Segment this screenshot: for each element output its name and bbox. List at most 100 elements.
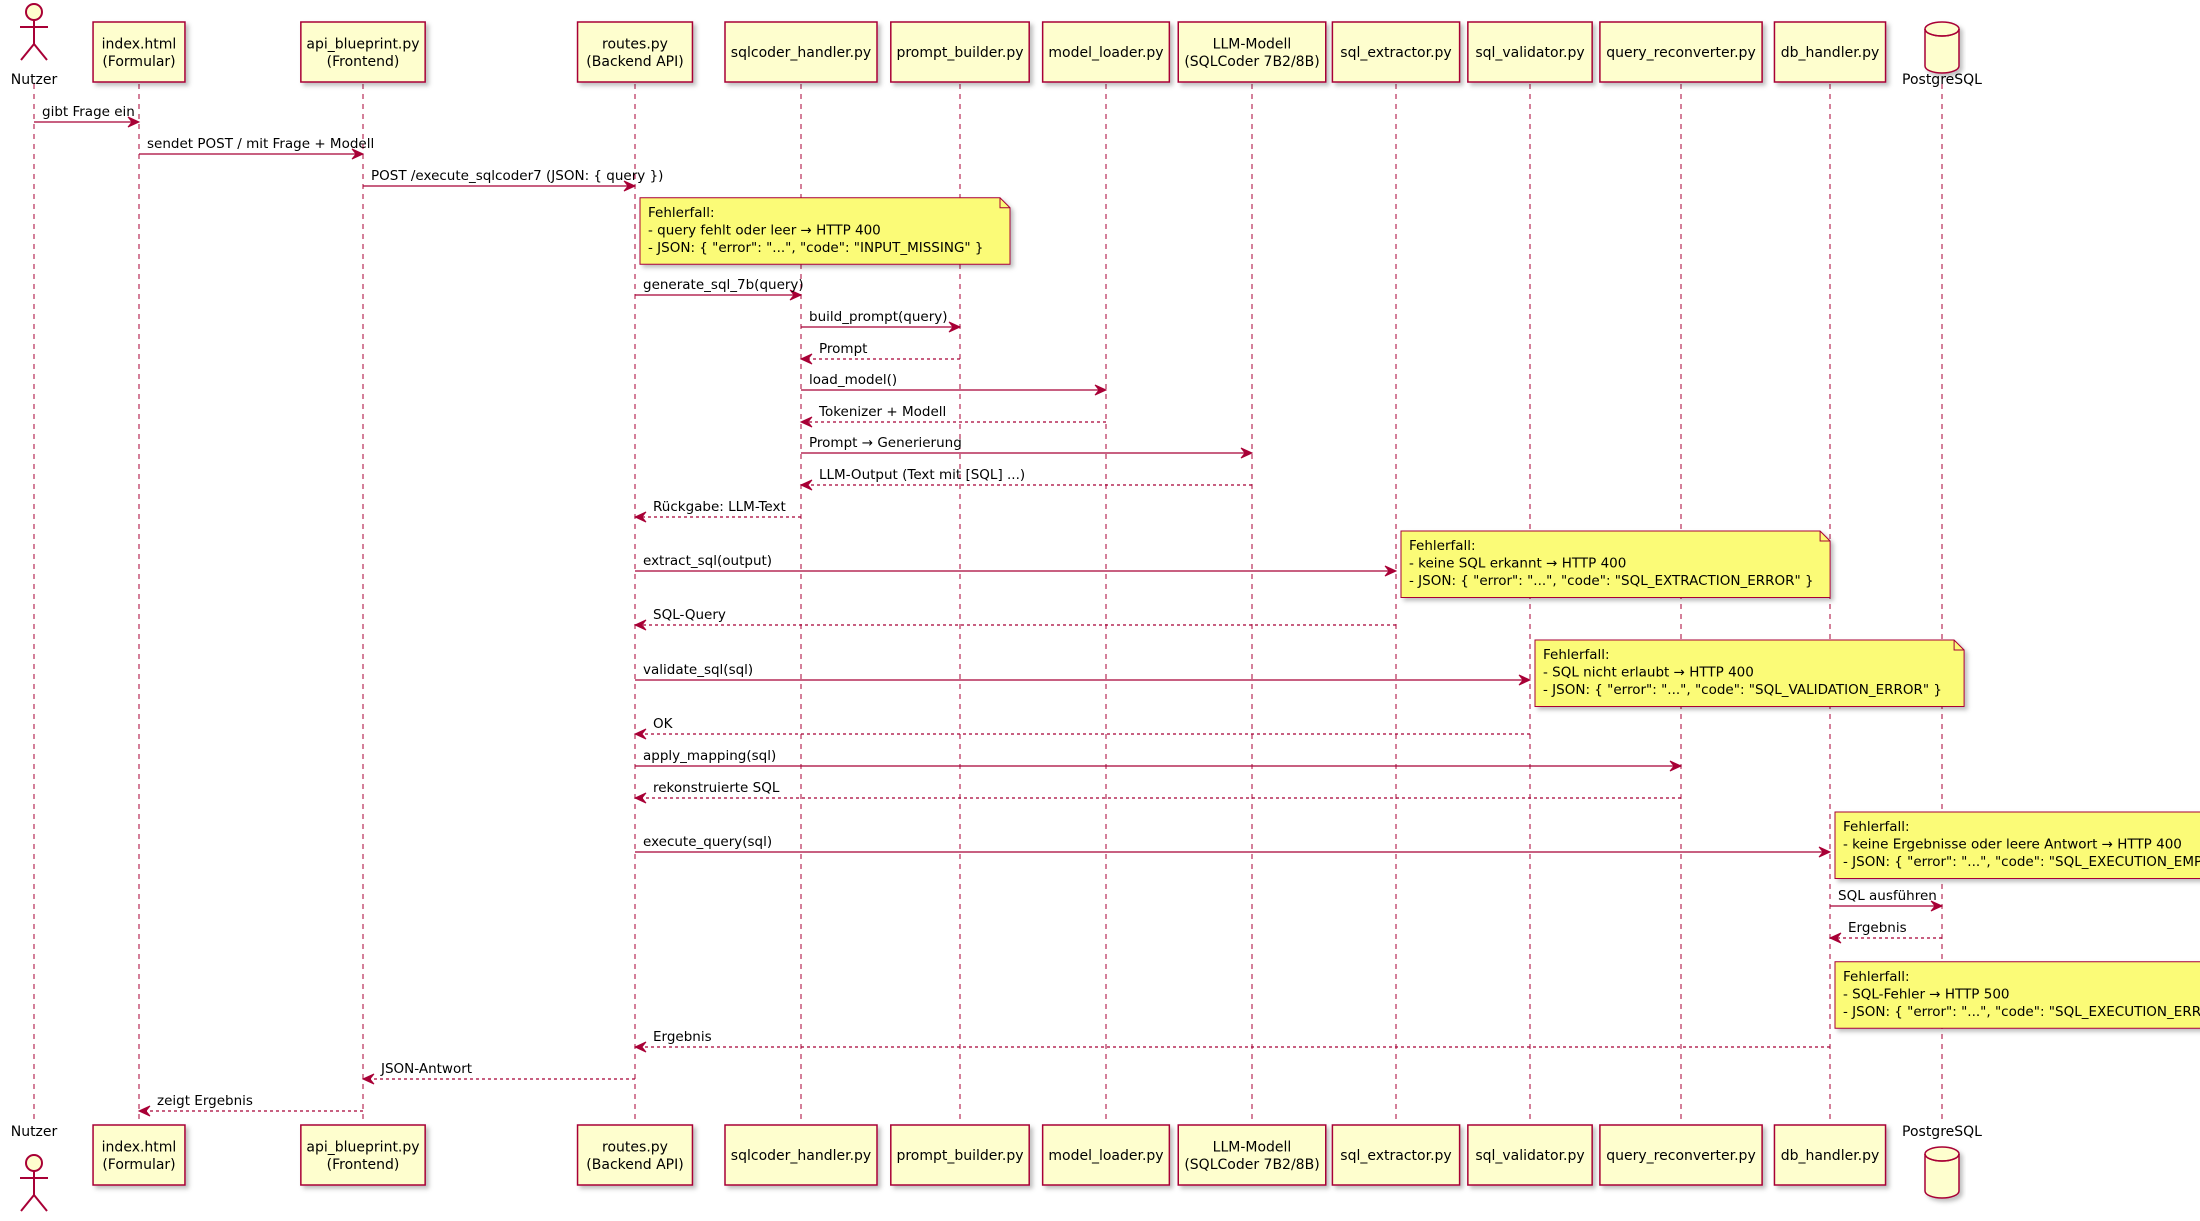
participant-label: routes.py <box>602 36 668 52</box>
arrow-head <box>1669 760 1683 772</box>
message-10: LLM-Output (Text mit [SQL] ...) <box>799 467 1252 491</box>
arrow-head <box>948 321 962 333</box>
message-1: sendet POST / mit Frage + Modell <box>139 136 374 160</box>
participant-label: Nutzer <box>11 1124 58 1140</box>
error-note: Fehlerfall:- keine Ergebnisse oder leere… <box>1834 811 2200 879</box>
participant-label: (Formular) <box>102 1157 175 1173</box>
participant-box <box>1041 1124 1171 1186</box>
message-0: gibt Frage ein <box>34 104 141 128</box>
participant-label: Nutzer <box>11 72 58 88</box>
note-line: - JSON: { "error": "...", "code": "SQL_V… <box>1543 682 1942 698</box>
message-2: POST /execute_sqlcoder7 (JSON: { query }… <box>363 168 663 192</box>
message-7: load_model() <box>801 372 1108 396</box>
participant-label: sql_extractor.py <box>1340 1148 1451 1164</box>
participant-box <box>300 21 426 83</box>
participant-label: (Frontend) <box>327 54 400 70</box>
participant-label: PostgreSQL <box>1902 1124 1982 1140</box>
participant-box <box>1177 21 1327 83</box>
message-label: validate_sql(sql) <box>643 662 753 678</box>
participant-box <box>576 1124 694 1186</box>
note-line: - JSON: { "error": "...", "code": "SQL_E… <box>1409 573 1814 589</box>
arrow-head <box>1828 932 1842 944</box>
participant-label: model_loader.py <box>1048 1148 1163 1164</box>
note-line: - JSON: { "error": "...", "code": "SQL_E… <box>1843 1004 2200 1020</box>
actor-icon <box>20 1154 48 1212</box>
arrow-head <box>137 1105 151 1117</box>
participant-headers: Nutzerindex.html(Formular)api_blueprint.… <box>11 3 1982 88</box>
participant-box <box>1177 1124 1327 1186</box>
message-22: Ergebnis <box>633 1029 1830 1053</box>
arrow-head <box>789 289 803 301</box>
participant-label: LLM-Modell <box>1213 1139 1292 1155</box>
participant-label: (SQLCoder 7B2/8B) <box>1184 54 1319 70</box>
error-note: Fehlerfall:- query fehlt oder leer → HTT… <box>639 197 1011 265</box>
message-17: rekonstruierte SQL <box>633 780 1681 804</box>
message-label: Ergebnis <box>653 1029 712 1045</box>
message-label: gibt Frage ein <box>42 104 135 120</box>
participant-label: index.html <box>102 1139 177 1155</box>
message-14: validate_sql(sql) <box>635 662 1532 686</box>
participant-label: routes.py <box>602 1139 668 1155</box>
participant-box <box>1599 1124 1763 1186</box>
participant-extractor-head: sql_extractor.py <box>1331 21 1461 83</box>
participant-label: (Formular) <box>102 54 175 70</box>
message-label: OK <box>653 716 674 732</box>
message-label: JSON-Antwort <box>380 1061 472 1077</box>
database-icon <box>1924 1146 1960 1199</box>
arrow-head <box>1384 565 1398 577</box>
message-label: execute_query(sql) <box>643 834 772 850</box>
arrow-head <box>1094 384 1108 396</box>
participant-box <box>1773 1124 1887 1186</box>
message-6: Prompt <box>799 341 960 365</box>
message-11: Rückgabe: LLM-Text <box>633 499 801 523</box>
participant-box <box>92 1124 186 1186</box>
arrow-head <box>1930 900 1944 912</box>
note-line: - SQL nicht erlaubt → HTTP 400 <box>1543 665 1754 681</box>
participant-llm-foot: LLM-Modell (SQLCoder 7B2/8B) <box>1177 1124 1327 1186</box>
participant-footers: Nutzer index.html (Formular) api_blueprint.… <box>11 1124 1982 1212</box>
participant-label: sql_extractor.py <box>1340 45 1451 61</box>
participant-reconverter-head: query_reconverter.py <box>1599 21 1763 83</box>
message-label: SQL-Query <box>653 607 726 623</box>
participant-label: (Backend API) <box>586 54 683 70</box>
participant-box <box>1331 1124 1461 1186</box>
message-13: SQL-Query <box>633 607 1396 631</box>
participant-label: prompt_builder.py <box>896 45 1023 61</box>
message-20: Ergebnis <box>1828 920 1942 944</box>
participant-label: db_handler.py <box>1781 45 1880 61</box>
participant-label: sqlcoder_handler.py <box>731 1148 871 1164</box>
participant-prompt-head: prompt_builder.py <box>890 21 1030 83</box>
note-line: Fehlerfall: <box>1409 538 1476 554</box>
message-15: OK <box>633 716 1530 740</box>
participant-sqlcoder-foot: sqlcoder_handler.py <box>724 1124 878 1186</box>
participant-db-foot: db_handler.py <box>1773 1124 1887 1186</box>
participant-label: api_blueprint.py <box>306 1139 419 1155</box>
participant-label: model_loader.py <box>1048 45 1163 61</box>
actor-icon <box>20 3 48 61</box>
participant-label: (Frontend) <box>327 1157 400 1173</box>
participant-box <box>92 21 186 83</box>
participant-box <box>1467 1124 1593 1186</box>
message-label: rekonstruierte SQL <box>653 780 780 796</box>
participant-validator-head: sql_validator.py <box>1467 21 1593 83</box>
database-icon <box>1924 21 1960 74</box>
message-label: Prompt → Generierung <box>809 435 962 451</box>
arrow-head <box>351 148 365 160</box>
arrow-head <box>623 180 637 192</box>
message-label: LLM-Output (Text mit [SQL] ...) <box>819 467 1025 483</box>
error-note: Fehlerfall:- SQL nicht erlaubt → HTTP 40… <box>1534 639 1965 707</box>
error-note: Fehlerfall:- keine SQL erkannt → HTTP 40… <box>1400 530 1831 598</box>
participant-label: LLM-Modell <box>1213 36 1292 52</box>
message-label: Tokenizer + Modell <box>818 404 946 420</box>
participant-label: PostgreSQL <box>1902 72 1982 88</box>
arrow-head <box>1240 447 1254 459</box>
participant-box <box>724 1124 878 1186</box>
message-label: generate_sql_7b(query) <box>643 277 804 293</box>
message-label: Prompt <box>819 341 867 357</box>
arrow-head <box>1818 846 1832 858</box>
participant-label: (SQLCoder 7B2/8B) <box>1184 1157 1319 1173</box>
participant-extractor-foot: sql_extractor.py <box>1331 1124 1461 1186</box>
note-line: - JSON: { "error": "...", "code": "SQL_E… <box>1843 854 2200 870</box>
participant-box <box>890 21 1030 83</box>
